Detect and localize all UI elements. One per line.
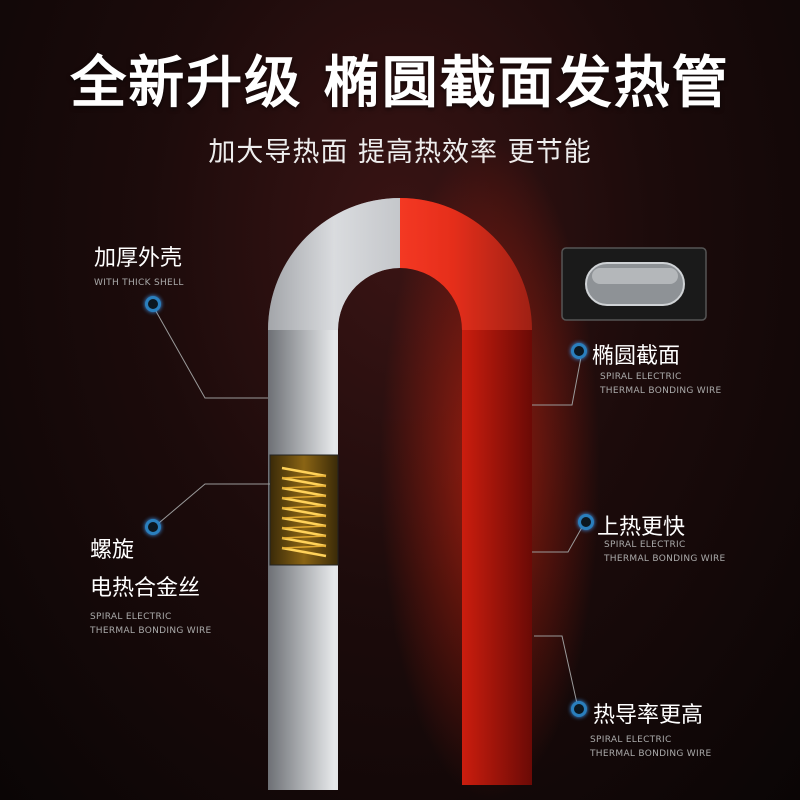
ellipse-en-line2: THERMAL BONDING WIRE xyxy=(600,386,722,396)
label-fast-heat: 上热更快 xyxy=(597,509,685,541)
thick-shell-title: 加厚外壳 xyxy=(94,246,183,271)
conductivity-en-line1: SPIRAL ELECTRIC xyxy=(590,735,672,745)
ellipse-cross-section-inset xyxy=(561,247,707,321)
fast-heat-english: SPIRAL ELECTRIC THERMAL BONDING WIRE xyxy=(604,538,725,566)
ellipse-en-line1: SPIRAL ELECTRIC xyxy=(600,372,682,382)
label-conductivity: 热导率更高 xyxy=(593,697,703,729)
spiral-marker-icon xyxy=(145,519,161,535)
fast-heat-title: 上热更快 xyxy=(597,515,686,540)
fast-heat-marker-icon xyxy=(578,514,594,530)
leader-lines xyxy=(152,305,586,709)
label-ellipse: 椭圆截面 xyxy=(592,338,680,370)
conductivity-marker-icon xyxy=(571,701,587,717)
conductivity-title: 热导率更高 xyxy=(593,703,704,728)
coil-window xyxy=(269,454,339,566)
fast-heat-en-line2: THERMAL BONDING WIRE xyxy=(604,554,726,564)
spiral-en-line2: THERMAL BONDING WIRE xyxy=(90,626,212,636)
label-spiral: 螺旋 电热合金丝 SPIRAL ELECTRIC THERMAL BONDING… xyxy=(90,532,211,638)
conductivity-en-line2: THERMAL BONDING WIRE xyxy=(590,749,712,759)
conductivity-english: SPIRAL ELECTRIC THERMAL BONDING WIRE xyxy=(590,733,711,761)
spiral-title-line2: 电热合金丝 xyxy=(90,576,201,601)
spiral-title-line1: 螺旋 xyxy=(90,538,135,563)
label-thick-shell: 加厚外壳 WITH THICK SHELL xyxy=(94,240,184,290)
ellipse-marker-icon xyxy=(571,343,587,359)
thick-shell-marker-icon xyxy=(145,296,161,312)
main-title: 全新升级 椭圆截面发热管 xyxy=(70,51,730,116)
thick-shell-subtitle: WITH THICK SHELL xyxy=(94,278,184,288)
ellipse-title: 椭圆截面 xyxy=(592,344,681,369)
spiral-en-line1: SPIRAL ELECTRIC xyxy=(90,612,172,622)
spiral-wire-icon xyxy=(281,466,327,558)
ellipse-english: SPIRAL ELECTRIC THERMAL BONDING WIRE xyxy=(600,370,721,398)
fast-heat-en-line1: SPIRAL ELECTRIC xyxy=(604,540,686,550)
red-hot-tube-section xyxy=(400,198,532,785)
